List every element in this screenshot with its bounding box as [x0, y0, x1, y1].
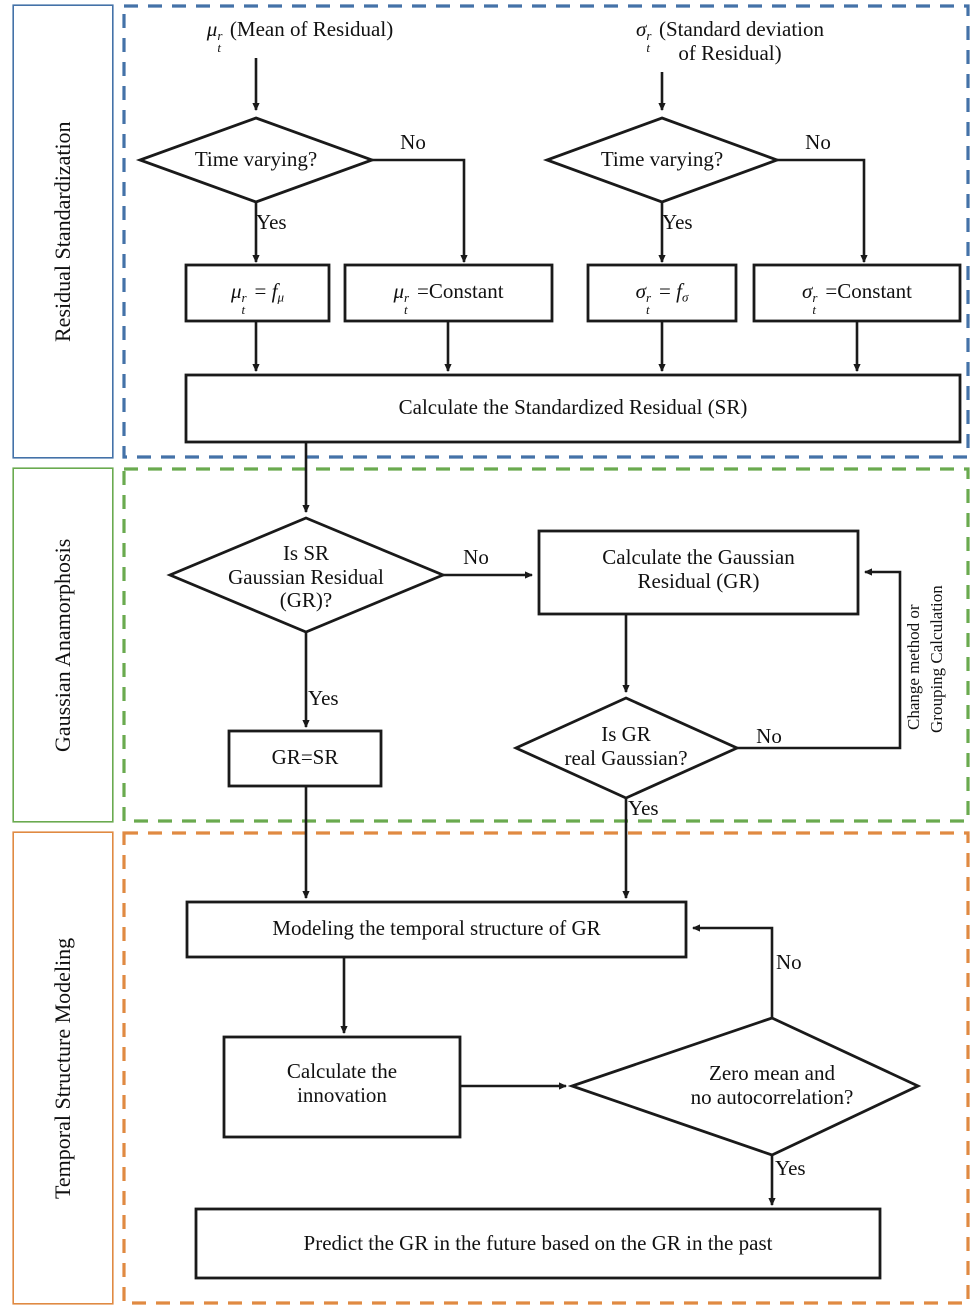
zero-mean-line2: no autocorrelation? [690, 1084, 854, 1109]
decision-label-mu-time-varying: Time varying? [194, 147, 318, 171]
calculate-innovation-line2: innovation [297, 1082, 387, 1107]
box-calculate-sr [184, 373, 962, 444]
edge-is-gr-real-no-feedback [737, 568, 902, 750]
std-residual-line1: (Standard deviation [658, 17, 824, 41]
box-label-sigma-constant: σ r t =Constant [802, 279, 912, 318]
box-gr-equals-sr [227, 729, 383, 788]
box-label-predict-gr: Predict the GR in the future based on th… [303, 1231, 773, 1255]
feedback-label-change-method: Change method or [904, 604, 923, 731]
sigma-symbol: σ [636, 17, 647, 41]
edge-zero-mean-no-feedback [691, 924, 774, 1018]
mu-symbol: μ [206, 17, 218, 41]
mu-subscript: t [217, 40, 221, 56]
edge-label-zero-mean-yes: Yes [775, 1156, 806, 1180]
is-sr-gr-line1: Is SR [282, 541, 330, 565]
is-gr-real-line1: Is GR [601, 722, 651, 746]
input-mean-of-residual: μ r t (Mean of Residual) [150, 17, 450, 55]
is-gr-real-line2: real Gaussian? [564, 745, 688, 770]
section-label-residual-standardization: Residual Standardization [14, 6, 112, 457]
box-mu-constant [343, 263, 554, 323]
calculate-gr-line1: Calculate the Gaussian [602, 545, 795, 569]
box-calculate-innovation [222, 1035, 462, 1139]
sigma-superscript: r [646, 28, 652, 44]
box-label-sigma-f: σ r t = fσ [635, 279, 689, 318]
zero-mean-line1: Zero mean and [709, 1061, 835, 1085]
section-frame-gaussian-anamorphosis [12, 467, 970, 823]
box-label-mu-f: μ r t = fμ [230, 279, 285, 318]
decision-label-zero-mean: Zero mean and no autocorrelation? [622, 1061, 922, 1109]
box-label-calculate-sr: Calculate the Standardized Residual (SR) [398, 395, 748, 419]
decision-label-sigma-time-varying: Time varying? [600, 147, 724, 171]
edge-label-sigma-no: No [805, 130, 831, 154]
box-label-modeling-temporal-structure: Modeling the temporal structure of GR [272, 916, 601, 940]
section-label-gaussian-anamorphosis: Gaussian Anamorphosis [14, 469, 112, 821]
edge-label-zero-mean-no: No [776, 950, 802, 974]
edge-label-mu-yes: Yes [256, 210, 287, 234]
box-modeling-temporal-structure [185, 900, 688, 959]
mean-of-residual-text: (Mean of Residual) [229, 17, 394, 41]
input-standard-deviation-of-residual: σ r t (Standard deviation of Residual) [560, 17, 900, 65]
edge-label-is-sr-gr-yes: Yes [308, 686, 339, 710]
edge-sigma-no [777, 158, 868, 264]
edge-label-mu-no: No [400, 130, 426, 154]
sigma-subscript: t [646, 40, 650, 56]
box-calculate-gr [537, 529, 860, 616]
edge-label-is-sr-gr-no: No [463, 545, 489, 569]
calculate-innovation-line1: Calculate the [286, 1059, 398, 1083]
feedback-label-grouping-calculation: Grouping Calculation [927, 585, 946, 733]
edge-mu-no [372, 158, 468, 264]
is-sr-gr-line2: Gaussian Residual [228, 564, 384, 589]
box-sigma-constant [752, 263, 962, 323]
std-residual-line2: of Residual) [678, 40, 782, 65]
box-mu-f [184, 263, 331, 323]
box-predict-gr [194, 1207, 882, 1280]
is-sr-gr-line3: (GR)? [279, 588, 333, 613]
calculate-gr-line2: Residual (GR) [637, 568, 760, 593]
edge-label-is-gr-real-yes: Yes [628, 796, 659, 820]
decision-label-is-sr-gr: Is SR Gaussian Residual (GR)? [186, 541, 426, 613]
box-label-calculate-gr: Calculate the Gaussian Residual (GR) [539, 545, 858, 593]
box-label-mu-constant: μ r t =Constant [393, 279, 504, 318]
mu-superscript: r [217, 28, 223, 44]
box-label-gr-equals-sr: GR=SR [271, 745, 339, 769]
decision-label-is-gr-real-gaussian: Is GR real Gaussian? [526, 722, 726, 770]
section-label-temporal-structure-modeling: Temporal Structure Modeling [14, 833, 112, 1303]
edge-label-is-gr-real-no: No [756, 724, 782, 748]
box-label-calculate-innovation: Calculate the innovation [224, 1059, 460, 1107]
edge-label-sigma-yes: Yes [662, 210, 693, 234]
